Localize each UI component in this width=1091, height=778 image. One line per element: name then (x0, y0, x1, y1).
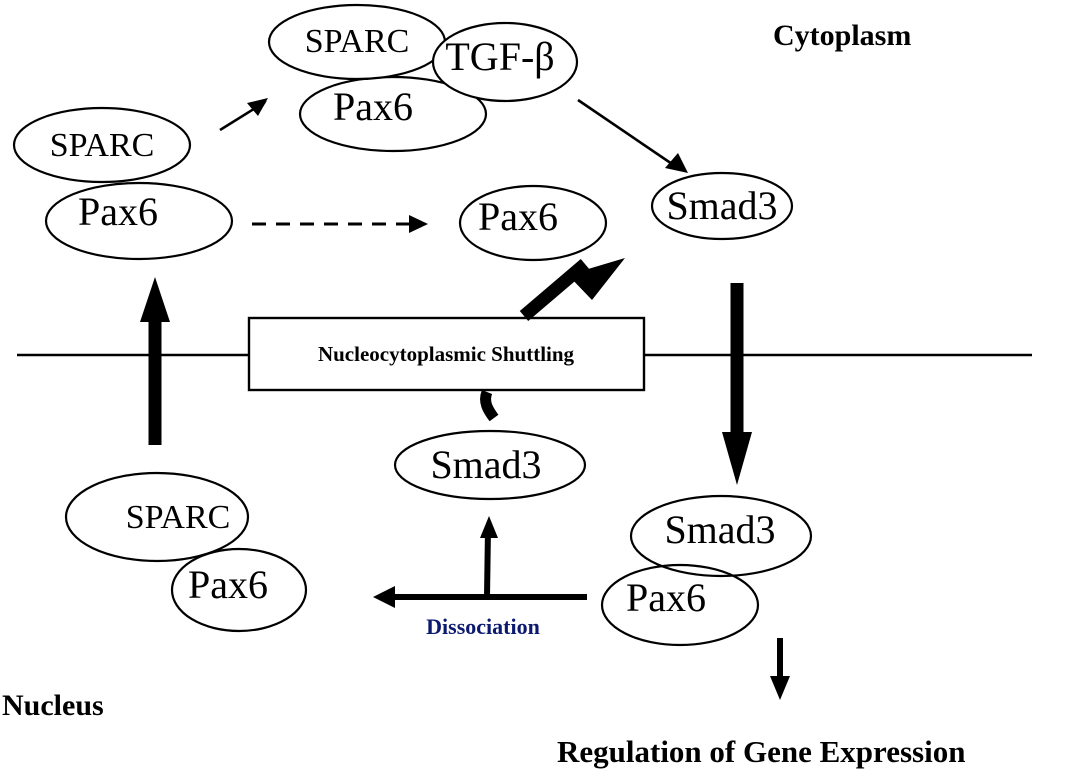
outcome-label: Regulation of Gene Expression (557, 734, 965, 769)
arrowhead (665, 153, 688, 173)
node-sparc (64, 471, 250, 563)
thick-arrow-shuttle (519, 259, 590, 321)
curved-arrow-stub (480, 389, 499, 422)
node-sparc-label: SPARC (126, 499, 231, 536)
cyto-complex-pax6-smad3: Pax6 Smad3 (458, 171, 794, 262)
arrowhead (480, 516, 498, 538)
node-sparc (12, 106, 192, 184)
node-pax6-label: Pax6 (478, 194, 558, 239)
shuttling-box (247, 316, 646, 392)
arrowhead (722, 432, 752, 485)
node-smad3 (393, 429, 587, 501)
nuc-complex-sparc-pax6: SPARC Pax6 (64, 471, 308, 633)
arrow-release-smad3 (484, 527, 491, 598)
arrowhead (140, 277, 170, 322)
shuttling-label: Nucleocytoplasmic Shuttling (318, 342, 575, 366)
node-pax6 (44, 181, 234, 261)
cytoplasm-label: Cytoplasm (773, 19, 911, 52)
node-pax6 (170, 547, 308, 633)
node-sparc-label: SPARC (305, 23, 410, 60)
node-pax6-label: Pax6 (78, 189, 158, 234)
node-smad3-label: Smad3 (664, 507, 775, 552)
dissociation-label: Dissociation (426, 614, 540, 639)
cyto-complex-sparc-pax6: SPARC Pax6 (12, 106, 234, 261)
node-smad3 (650, 171, 794, 241)
node-pax6-label: Pax6 (188, 562, 268, 607)
arrowhead (409, 215, 428, 233)
node-pax6 (600, 563, 760, 647)
node-sparc-label: SPARC (50, 127, 155, 164)
cyto-complex-sparc-tgfb-pax6: Pax6 SPARC TGF-β (267, 3, 579, 153)
arrowhead (568, 258, 625, 300)
arrowhead (373, 586, 395, 608)
arrow-tgfb-to-smad3 (577, 98, 679, 170)
node-smad3 (629, 494, 813, 578)
nuc-smad3: Smad3 (393, 429, 587, 501)
nuc-complex-smad3-pax6: Smad3 Pax6 (600, 494, 813, 647)
node-smad3-label: Smad3 (430, 442, 541, 487)
node-smad3-label: Smad3 (666, 183, 777, 228)
node-pax6-label: Pax6 (333, 84, 413, 129)
nucleus-label: Nucleus (2, 689, 104, 722)
arrowhead (247, 98, 268, 116)
arrowhead (770, 676, 790, 700)
node-pax6 (458, 184, 608, 262)
node-tgf-beta (431, 21, 579, 103)
node-tgf-beta-label: TGF-β (445, 34, 554, 79)
node-pax6-label: Pax6 (626, 575, 706, 620)
